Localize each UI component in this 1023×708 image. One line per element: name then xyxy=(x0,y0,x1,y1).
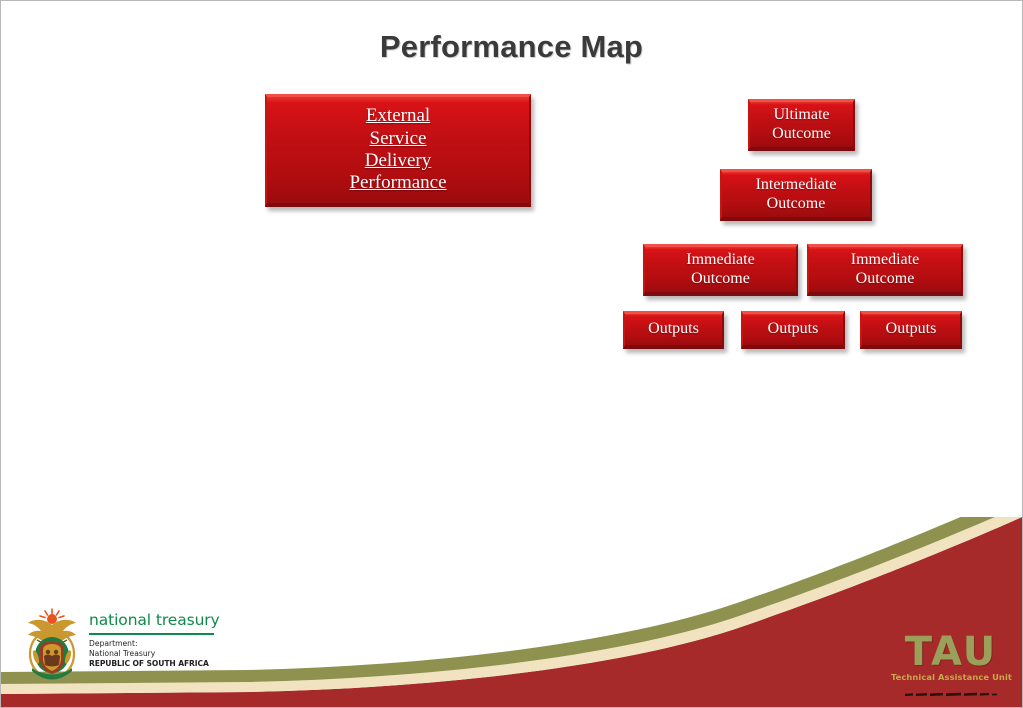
outputs-box-2[interactable]: Outputs xyxy=(741,311,845,349)
national-treasury-logo: national treasury Department: National T… xyxy=(23,607,223,685)
national-treasury-wordmark: national treasury xyxy=(89,611,220,629)
box-line: Immediate xyxy=(850,250,920,268)
box-line: Outputs xyxy=(767,320,819,338)
box-line: Delivery xyxy=(364,150,432,171)
box-line: Outputs xyxy=(648,320,699,338)
box-line: External xyxy=(365,105,431,127)
box-line: Performance xyxy=(349,172,447,194)
box-label-group: External Service Delivery Performance xyxy=(267,105,529,195)
tau-tagline: Technical Assistance Unit xyxy=(891,672,1012,682)
box-label-group: Immediate Outcome xyxy=(809,251,961,289)
department-text-block: Department: National Treasury REPUBLIC O… xyxy=(89,639,220,669)
wordmark-divider xyxy=(89,632,214,635)
tau-logo: TAU Technical Assistance Unit xyxy=(891,629,1012,697)
dash-rule-icon xyxy=(904,692,998,697)
box-line: Immediate xyxy=(686,250,755,268)
box-label-group: Ultimate Outcome xyxy=(750,106,853,144)
box-line: Intermediate xyxy=(755,175,837,193)
intermediate-outcome-box[interactable]: Intermediate Outcome xyxy=(720,169,872,221)
box-label-group: Intermediate Outcome xyxy=(722,176,870,214)
outputs-box-1[interactable]: Outputs xyxy=(623,311,724,349)
box-line: Outcome xyxy=(691,269,750,287)
box-line: Outcome xyxy=(772,124,831,142)
box-line: Service xyxy=(369,127,427,149)
outputs-box-3[interactable]: Outputs xyxy=(860,311,962,349)
box-line: Outcome xyxy=(855,269,915,287)
south-african-coat-of-arms-icon xyxy=(28,608,76,680)
external-service-delivery-performance-box[interactable]: External Service Delivery Performance xyxy=(265,94,531,207)
box-line: Outputs xyxy=(885,320,937,338)
box-label-group: Outputs xyxy=(743,320,843,339)
box-label-group: Outputs xyxy=(862,320,960,339)
department-name: National Treasury xyxy=(89,648,156,658)
country-name: REPUBLIC OF SOUTH AFRICA xyxy=(89,658,209,668)
box-line: Ultimate xyxy=(773,105,830,123)
tau-wordmark: TAU xyxy=(904,629,998,675)
ultimate-outcome-box[interactable]: Ultimate Outcome xyxy=(748,99,855,151)
immediate-outcome-box-1[interactable]: Immediate Outcome xyxy=(643,244,798,296)
immediate-outcome-box-2[interactable]: Immediate Outcome xyxy=(807,244,963,296)
tau-dash-rule-icon xyxy=(891,684,1011,702)
page-title: Performance Map xyxy=(379,29,644,64)
box-line: Outcome xyxy=(766,194,826,212)
national-treasury-wordmark-block: national treasury Department: National T… xyxy=(89,607,220,669)
box-label-group: Immediate Outcome xyxy=(645,251,796,289)
box-label-group: Outputs xyxy=(625,320,722,339)
department-label: Department: xyxy=(89,638,138,648)
